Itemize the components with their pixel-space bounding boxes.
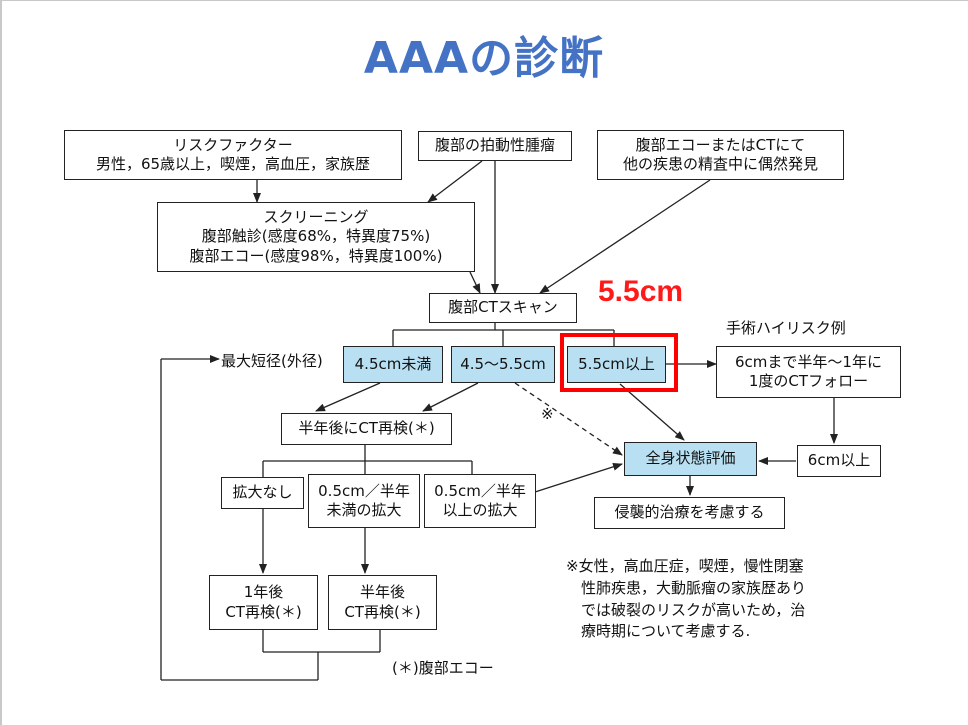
node-expansion-large: 0.5cm／半年 以上の拡大 (424, 474, 536, 528)
node-no-expansion: 拡大なし (221, 477, 304, 509)
arrow-mid-to-halfyear (422, 382, 479, 412)
node-45-to-55cm: 4.5～5.5cm (451, 346, 555, 383)
slide-title: AAAの診断 (363, 33, 605, 84)
arrow-under45-to-halfyear (315, 382, 381, 412)
arrow-pulsatile-to-screening (427, 160, 483, 203)
arrow-screening-to-ct (469, 271, 481, 294)
arrow-mid-dashed-to-general (514, 382, 623, 456)
arrow-over55-to-general (619, 383, 685, 441)
node-screening: スクリーニング 腹部触診(感度68%，特異度75%) 腹部エコー(感度98%，特… (157, 202, 475, 272)
node-expansion-small: 0.5cm／半年 未満の拡大 (308, 474, 420, 528)
slide-left-border (0, 0, 2, 725)
node-6cm-over: 6cm以上 (797, 445, 881, 477)
arrow-expand-large-to-general (534, 462, 623, 493)
node-general-assessment: 全身状態評価 (624, 442, 757, 476)
node-incidental-finding: 腹部エコーまたはCTにて 他の疾患の精査中に偶然発見 (597, 130, 844, 180)
footnote-echo: (＊)腹部エコー (392, 659, 494, 677)
node-pulsatile-mass: 腹部の拍動性腫瘤 (418, 131, 572, 161)
node-risk-factors: リスクファクター 男性，65歳以上，喫煙，高血圧，家族歴 (64, 130, 402, 180)
node-half-year-ct: 半年後にCT再検(＊) (281, 413, 452, 445)
node-under-45cm: 4.5cm未満 (343, 346, 443, 383)
node-abdominal-ct: 腹部CTスキャン (429, 293, 577, 323)
node-one-year-ct: 1年後 CT再検(＊) (209, 575, 318, 630)
node-ct-followup: 6cmまで半年～1年に 1度のCTフォロー (716, 346, 901, 398)
node-invasive-treatment: 侵襲的治療を考慮する (594, 497, 785, 529)
highlight-frame (560, 333, 678, 392)
highlight-label: 5.5cm (598, 275, 684, 308)
node-half-year-ct-2: 半年後 CT再検(＊) (328, 575, 437, 630)
arrow-incidental-to-ct (539, 179, 711, 294)
slide-top-border (0, 0, 968, 1)
node-over-55cm: 5.5cm以上 (567, 346, 666, 383)
label-asterisk-mark: ※ (541, 405, 554, 423)
label-high-risk: 手術ハイリスク例 (726, 319, 846, 337)
label-max-diameter: 最大短径(外径) (221, 352, 323, 370)
footnote-risk: ※女性，高血圧症，喫煙，慢性閉塞 性肺疾患，大動脈瘤の家族歴あり では破裂のリス… (566, 557, 807, 641)
